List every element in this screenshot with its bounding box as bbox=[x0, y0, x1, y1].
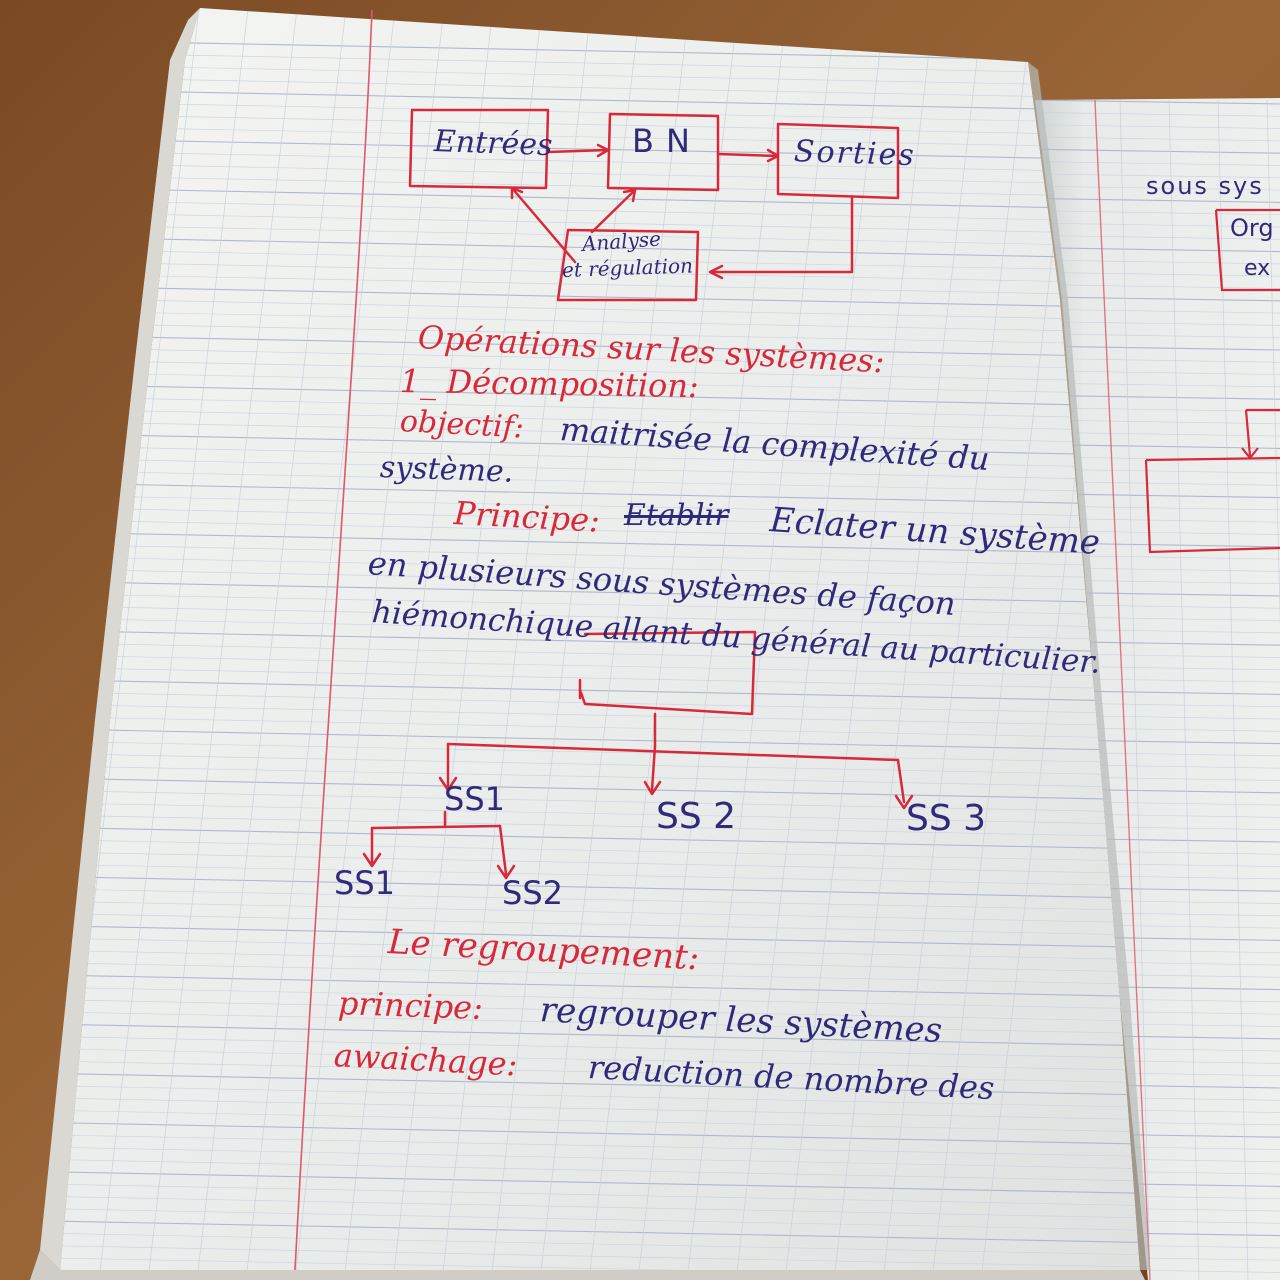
principe2-label: principe: bbox=[337, 984, 484, 1028]
tree-sub-ss1: SS1 bbox=[334, 864, 395, 902]
principe-crossed: Etablir bbox=[624, 498, 729, 533]
sorties-box bbox=[776, 122, 900, 200]
tree-sub-ss2: SS2 bbox=[502, 874, 563, 912]
tree-ss2: SS 2 bbox=[656, 796, 737, 837]
sorties-label: Sorties bbox=[793, 134, 917, 174]
entrees-box bbox=[408, 108, 550, 190]
right-page-box-line1: Org bbox=[1230, 214, 1274, 242]
objectif-text-line2: système. bbox=[379, 450, 514, 490]
entrees-label: Entrées bbox=[433, 124, 554, 164]
analyse-label-line2: et régulation bbox=[561, 253, 694, 282]
right-page-heading: sous sys bbox=[1146, 172, 1264, 200]
tree-ss1: SS1 bbox=[444, 780, 505, 818]
tree-ss3: SS 3 bbox=[906, 798, 987, 839]
right-page-box-line2: ex bbox=[1244, 256, 1271, 281]
tree-root-box bbox=[578, 630, 757, 716]
decomposition-title: 1_ Décomposition: bbox=[399, 362, 700, 406]
objectif-label: objectif: bbox=[399, 404, 525, 446]
bn-label: BN bbox=[632, 122, 702, 160]
principe-label: Principe: bbox=[453, 494, 601, 540]
analyse-box bbox=[556, 228, 700, 302]
bn-box bbox=[606, 112, 720, 192]
